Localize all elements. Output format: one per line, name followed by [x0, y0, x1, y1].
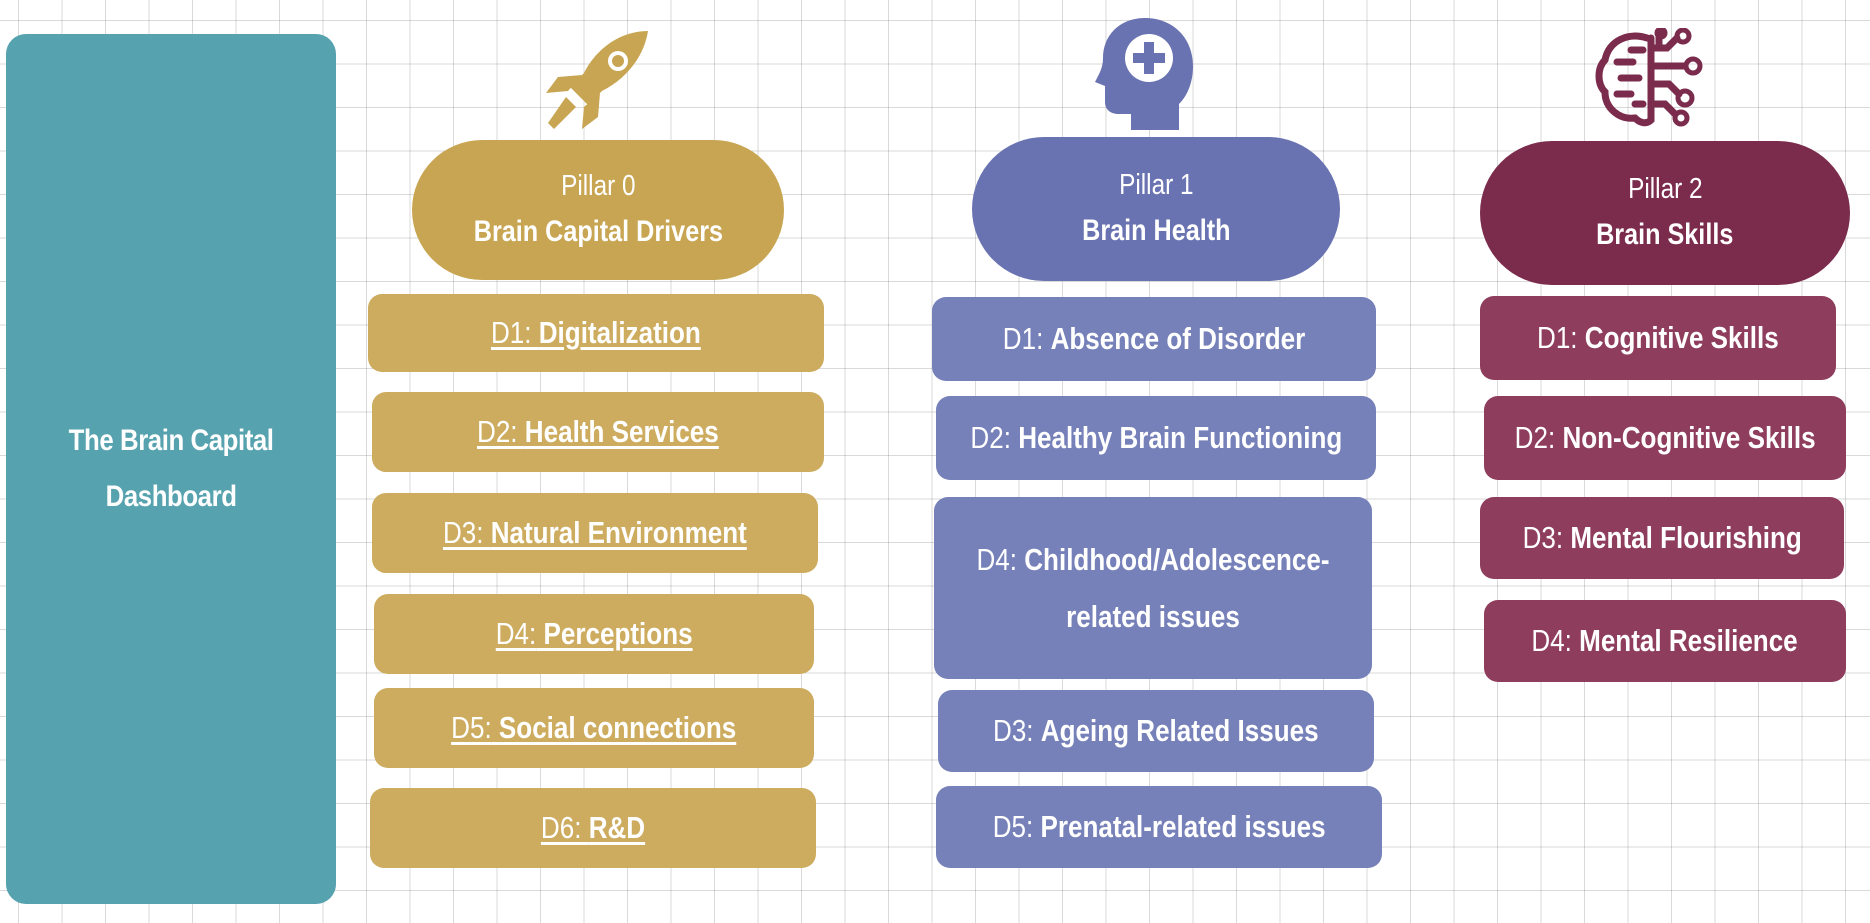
pillar-1-item-d4[interactable]: D4: Childhood/Adolescence-related issues	[934, 497, 1372, 679]
item-label: Mental Resilience	[1579, 622, 1799, 658]
pillar-1-item-d5[interactable]: D5: Prenatal-related issues	[936, 786, 1382, 868]
pillar-1-header: Pillar 1 Brain Health	[972, 137, 1340, 281]
item-code: D4:	[495, 615, 537, 651]
item-label: Natural Environment	[490, 514, 747, 550]
pillar-0-item-d4[interactable]: D4: Perceptions	[374, 594, 814, 674]
dashboard-title-panel: The Brain Capital Dashboard	[6, 34, 336, 904]
pillar-1-name: Brain Health	[1081, 213, 1231, 247]
pillar-2-item-d1[interactable]: D1: Cognitive Skills	[1480, 296, 1836, 380]
dashboard-title: The Brain Capital Dashboard	[68, 424, 274, 513]
pillar-1-item-d1[interactable]: D1: Absence of Disorder	[932, 297, 1376, 381]
item-label: Absence of Disorder	[1050, 320, 1306, 356]
item-code: D1:	[1002, 320, 1044, 356]
item-code: D4:	[976, 541, 1017, 577]
item-label: Prenatal-related issues	[1040, 808, 1326, 844]
item-code: D2:	[477, 413, 518, 449]
item-code: D1:	[1537, 319, 1578, 355]
item-code: D5:	[451, 709, 492, 745]
rocket-icon	[540, 25, 660, 135]
pillar-2-item-d2[interactable]: D2: Non-Cognitive Skills	[1484, 396, 1846, 480]
pillar-0-item-d1[interactable]: D1: Digitalization	[368, 294, 824, 372]
pillar-0-item-d6[interactable]: D6: R&D	[370, 788, 816, 868]
brain-circuit-icon	[1595, 28, 1707, 128]
pillar-2-number: Pillar 2	[1627, 172, 1703, 205]
item-code: D1:	[491, 314, 532, 350]
pillar-0-header: Pillar 0 Brain Capital Drivers	[412, 140, 784, 280]
item-code: D2:	[970, 419, 1011, 455]
item-label: Mental Flourishing	[1570, 519, 1802, 555]
item-code: D3:	[443, 514, 484, 550]
pillar-2-item-d4[interactable]: D4: Mental Resilience	[1484, 600, 1846, 682]
head-health-icon	[1095, 14, 1195, 130]
item-code: D4:	[1531, 622, 1573, 658]
pillar-0-item-d3[interactable]: D3: Natural Environment	[372, 493, 818, 573]
item-code: D2:	[1514, 419, 1556, 455]
item-code: D6:	[540, 809, 582, 845]
item-label: Health Services	[524, 413, 719, 449]
pillar-0-item-d5[interactable]: D5: Social connections	[374, 688, 814, 768]
item-code: D3:	[1522, 519, 1563, 555]
pillar-1-number: Pillar 1	[1118, 168, 1194, 201]
item-label: Ageing Related Issues	[1040, 712, 1319, 748]
pillar-0-number: Pillar 0	[560, 169, 636, 202]
pillar-1-item-d2[interactable]: D2: Healthy Brain Functioning	[936, 396, 1376, 480]
item-label: Social connections	[499, 709, 737, 745]
item-label: Non-Cognitive Skills	[1562, 419, 1816, 455]
item-label: Perceptions	[543, 615, 693, 651]
pillar-2-item-d3[interactable]: D3: Mental Flourishing	[1480, 497, 1844, 579]
pillar-0-item-d2[interactable]: D2: Health Services	[372, 392, 824, 472]
pillar-0-name: Brain Capital Drivers	[473, 214, 723, 248]
item-label: Digitalization	[538, 314, 701, 350]
pillar-2-header: Pillar 2 Brain Skills	[1480, 141, 1850, 285]
pillar-2-name: Brain Skills	[1596, 217, 1734, 251]
item-label: Healthy Brain Functioning	[1017, 419, 1342, 455]
item-code: D5:	[992, 808, 1034, 844]
item-label: Childhood/Adolescence-related issues	[1024, 541, 1330, 634]
pillar-1-item-d3[interactable]: D3: Ageing Related Issues	[938, 690, 1374, 772]
item-label: R&D	[588, 809, 646, 845]
item-label: Cognitive Skills	[1584, 319, 1779, 355]
item-code: D3:	[993, 712, 1034, 748]
